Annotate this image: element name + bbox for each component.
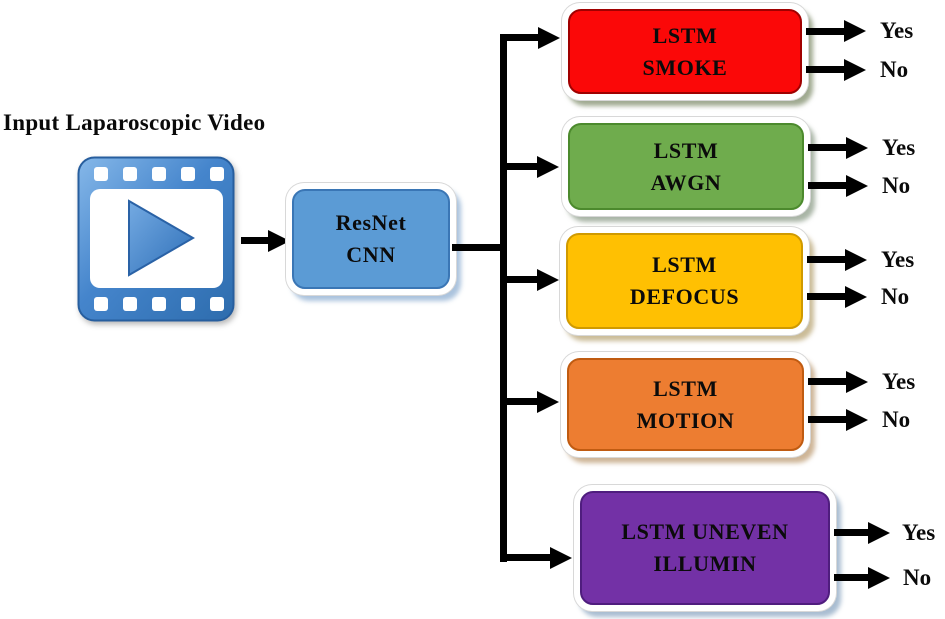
arrowhead-icon [846, 371, 868, 393]
connector-line [503, 398, 539, 405]
connector-line [807, 293, 847, 300]
node-lstm-defocus: LSTM DEFOCUS [560, 227, 809, 335]
arrowhead-icon [846, 409, 868, 431]
node-lstm-smoke: LSTM SMOKE [562, 3, 808, 100]
arrowhead-icon [868, 522, 890, 544]
arrowhead-icon [868, 567, 890, 589]
connector-line [503, 163, 539, 170]
film-sprocket-holes-bottom [94, 297, 224, 311]
output-label-yes: Yes [882, 369, 916, 394]
node-label-line: SMOKE [642, 54, 728, 80]
film-sprocket-holes-top [94, 167, 224, 181]
output-label-no: No [880, 57, 909, 82]
node-resnet-cnn: ResNet CNN [286, 183, 456, 295]
diagram-title: Input Laparoscopic Video [3, 110, 266, 135]
connector-line [452, 244, 504, 251]
connector-line [500, 34, 540, 41]
video-film-icon [77, 156, 235, 322]
node-label-line: AWGN [650, 169, 722, 195]
output-label-no: No [882, 407, 911, 432]
arrowhead-icon [268, 230, 290, 252]
output-label-no: No [882, 173, 911, 198]
node-label-line: DEFOCUS [629, 284, 740, 309]
output-label-yes: Yes [880, 18, 914, 43]
output-label-yes: Yes [882, 135, 916, 160]
connector-line [834, 574, 870, 581]
node-lstm-uneven-illumin: LSTM UNEVEN ILLUMIN [574, 485, 836, 611]
connector-line [834, 529, 870, 536]
connector-line [808, 144, 848, 151]
arrowhead-icon [537, 269, 559, 291]
connector-line [241, 237, 271, 244]
output-label-yes: Yes [902, 520, 936, 545]
connector-line [808, 416, 848, 423]
node-label-line: LSTM [652, 22, 718, 48]
output-label-no: No [881, 284, 910, 309]
node-label-line: MOTION [636, 407, 735, 433]
connector-line [500, 554, 552, 561]
node-lstm-motion: LSTM MOTION [561, 352, 810, 457]
node-label-line: CNN [346, 242, 396, 267]
arrowhead-icon [537, 156, 559, 178]
node-label-line: ILLUMIN [653, 551, 757, 576]
arrowhead-icon [846, 137, 868, 159]
arrowhead-icon [846, 175, 868, 197]
node-label-line: LSTM [653, 137, 719, 163]
arrowhead-icon [538, 27, 560, 49]
connector-line [503, 276, 539, 283]
connector-line [806, 28, 846, 35]
play-icon [128, 199, 195, 277]
node-label-line: LSTM [652, 252, 717, 277]
arrowhead-icon [844, 20, 866, 42]
arrowhead-icon [537, 391, 559, 413]
output-label-yes: Yes [881, 247, 915, 272]
connector-line [806, 66, 846, 73]
arrowhead-icon [845, 286, 867, 308]
arrowhead-icon [845, 249, 867, 271]
arrowhead-icon [844, 59, 866, 81]
connector-line [808, 378, 848, 385]
connector-line [808, 182, 848, 189]
connector-trunk-line [500, 34, 507, 562]
node-label-line: LSTM [653, 375, 718, 401]
node-label-line: LSTM UNEVEN [621, 519, 789, 544]
output-label-no: No [903, 565, 932, 590]
node-label-line: ResNet [335, 210, 407, 235]
connector-line [807, 256, 847, 263]
node-lstm-awgn: LSTM AWGN [562, 117, 810, 216]
arrowhead-icon [550, 547, 572, 569]
